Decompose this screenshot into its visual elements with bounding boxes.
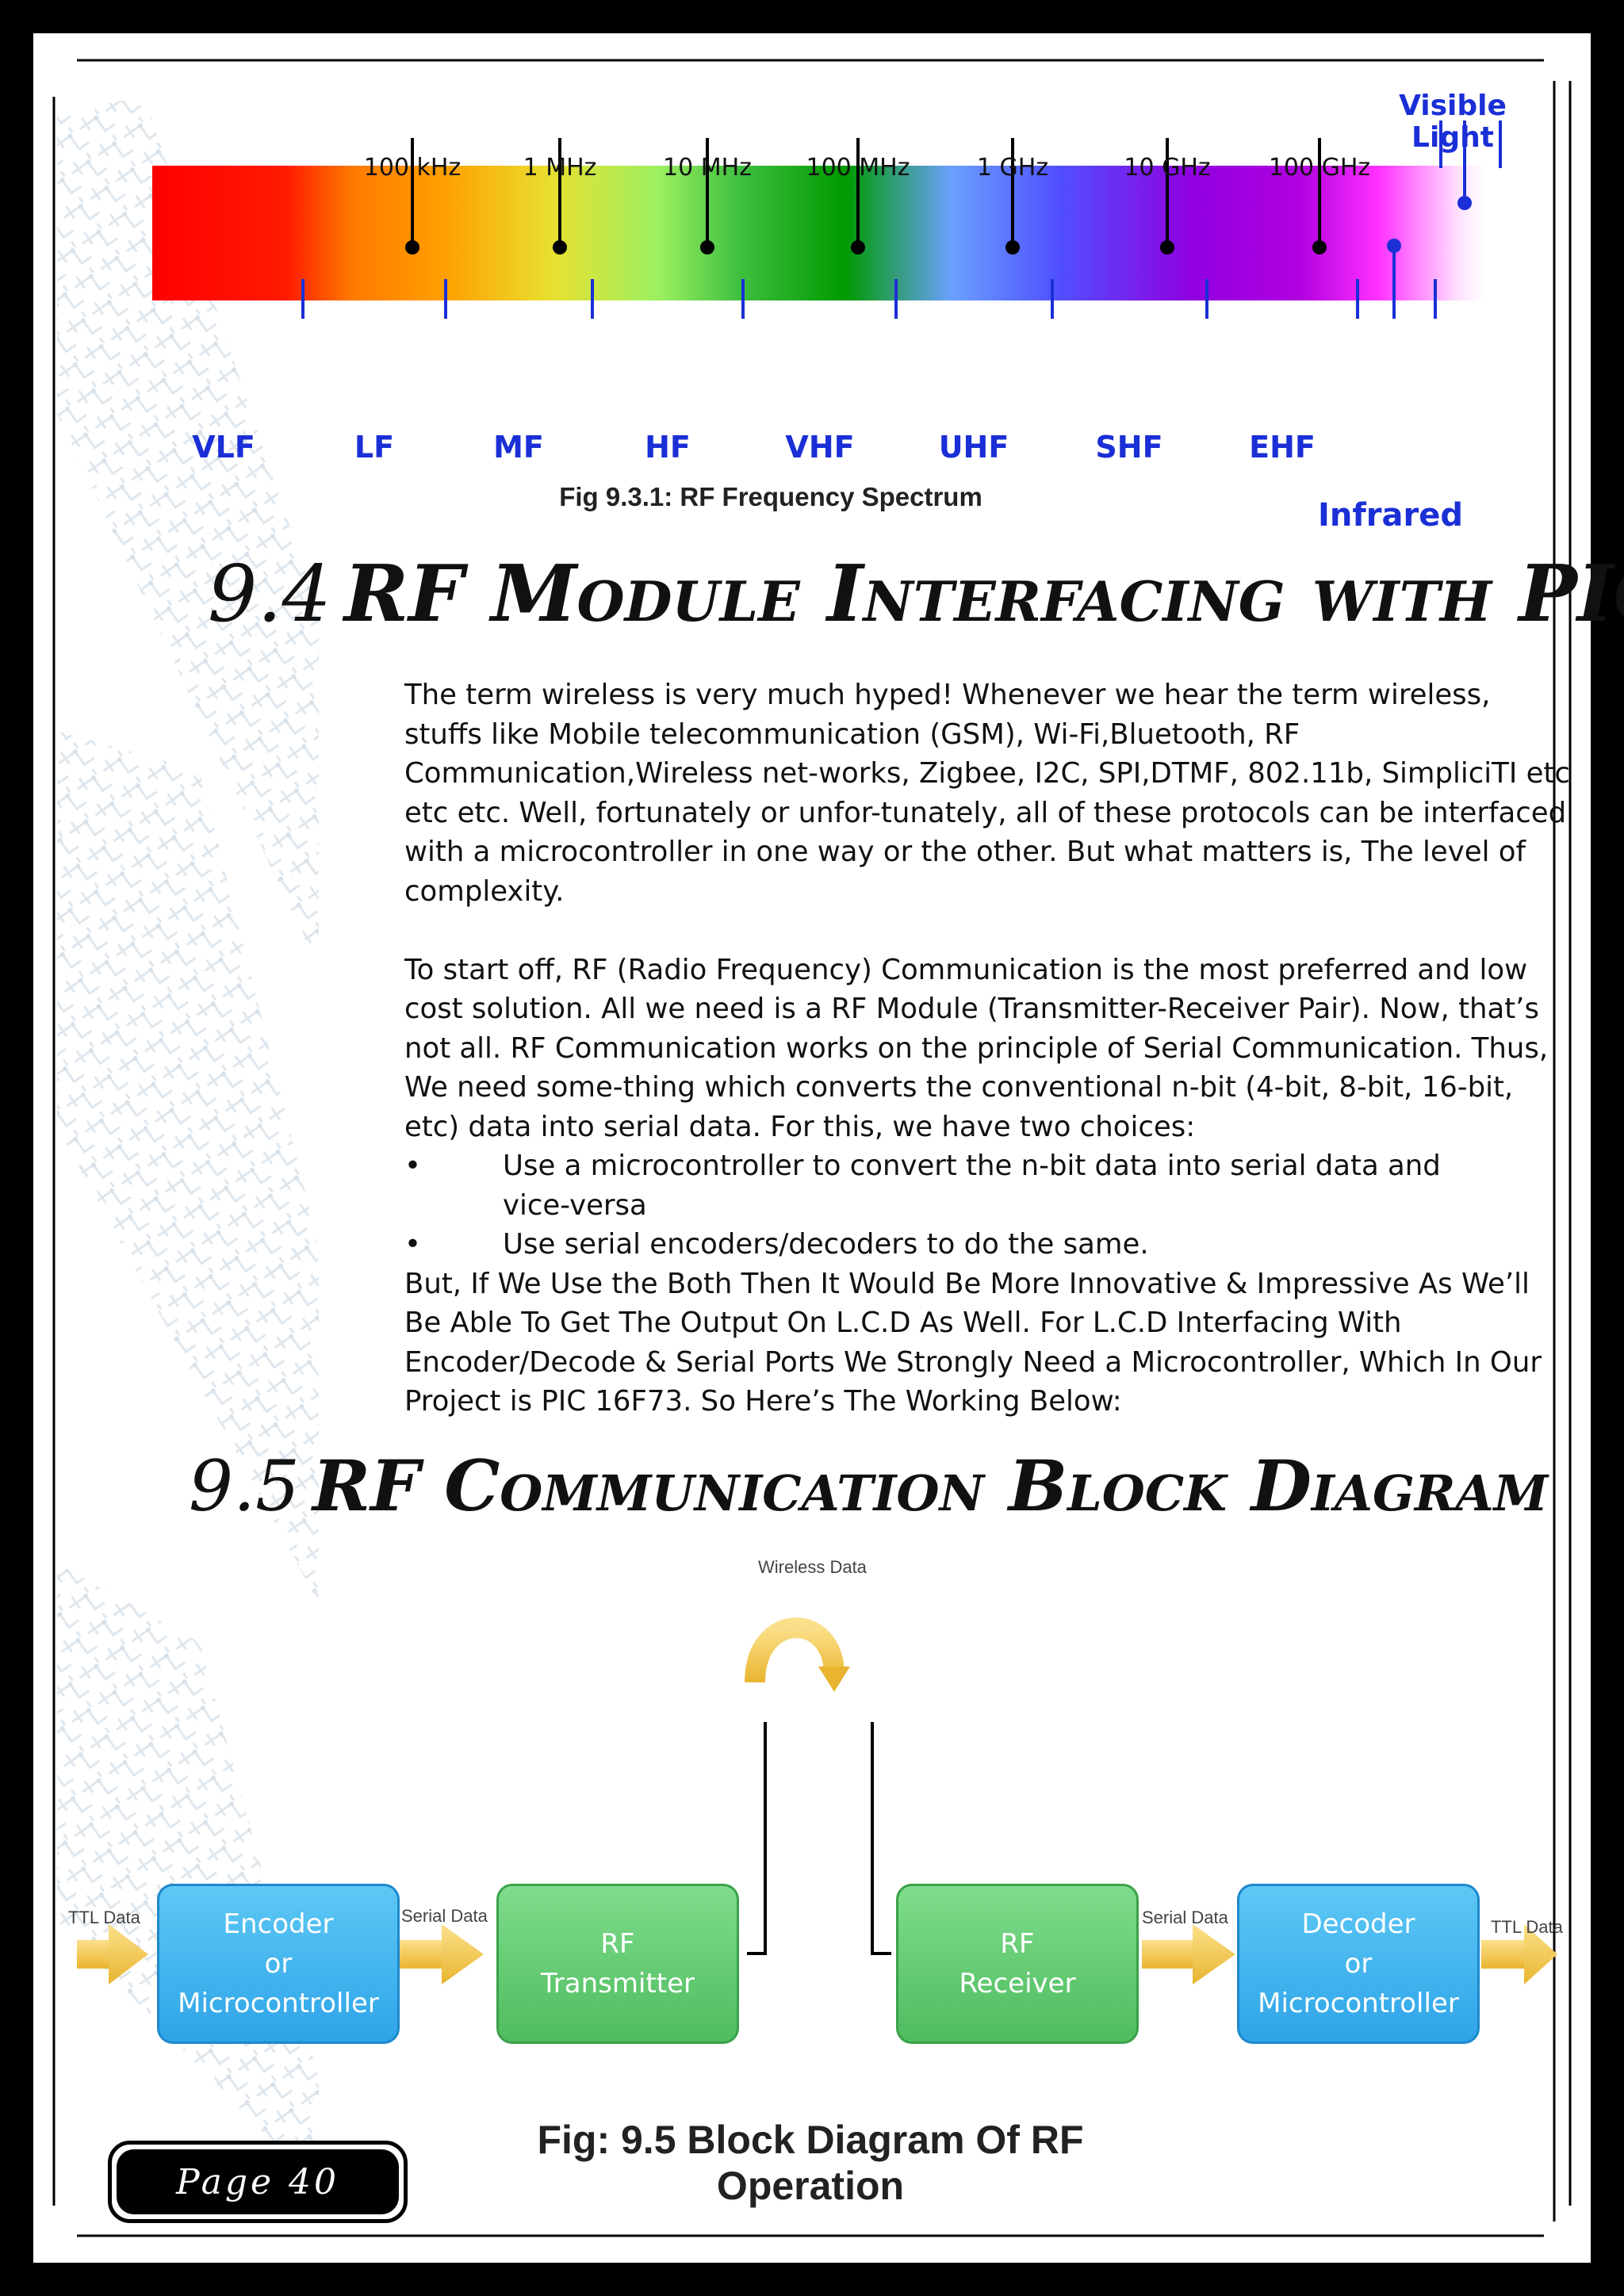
receiver-line2: Receiver [959,1968,1076,1999]
frequency-label: 10 GHz [1124,154,1211,182]
band-label: EHF [1249,430,1316,465]
ttl-out-label: TTL Data [1491,1917,1563,1937]
decoder-block: Decoder or Microcontroller [1237,1884,1480,2044]
paragraph-working: But, If We Use the Both Then It Would Be… [404,1267,1542,1418]
rf-receiver-block: RF Receiver [896,1884,1139,2044]
visible-light-markers [1439,121,1502,210]
transmitter-antenna [747,1722,767,1955]
receiver-line1: RF [1000,1928,1035,1960]
section-95-number: 9.5 [189,1445,300,1527]
frequency-marker-dot [1005,240,1020,254]
paragraph-rf-start: To start off, RF (Radio Frequency) Commu… [404,953,1549,1143]
band-label: VLF [192,430,255,465]
block-diagram [77,1617,1557,1984]
frequency-label: 100 kHz [363,154,462,182]
spectrum-caption: Fig 9.3.1: RF Frequency Spectrum [559,482,982,511]
paragraph-intro: The term wireless is very much hyped! Wh… [404,679,1570,908]
decoder-line1: Decoder [1301,1908,1415,1940]
section-95-title: RF Communication Block Diagram [312,1445,1549,1527]
visible-light-label: Visible Light [1397,90,1508,154]
frequency-label: 100 MHz [806,154,910,182]
bullet-text: Use serial encoders/decoders to do the s… [503,1228,1149,1261]
encoder-line1: Encoder [223,1908,334,1940]
frequency-label: 1 MHz [523,154,597,182]
infrared-marker [1387,239,1401,319]
band-label: HF [645,430,691,465]
section-94-number: 9.4 [208,549,331,640]
ttl-in-arrow-icon [77,1924,148,1984]
rf-spectrum-figure [152,121,1502,319]
visible-light-line2: Light [1411,121,1494,154]
bullet-item: • Use serial encoders/decoders to do the… [404,1225,1570,1265]
section-94-title: RF Module Interfacing with PIC [343,549,1624,640]
ttl-in-label: TTL Data [68,1908,140,1927]
band-label: VHF [785,430,855,465]
wireless-data-label: Wireless Data [758,1557,867,1577]
frequency-label: 1 GHz [976,154,1049,182]
page-number: Page 40 [117,2149,399,2214]
decoder-line3: Microcontroller [1258,1988,1459,2019]
encoder-block: Encoder or Microcontroller [157,1884,400,2044]
serial-right-arrow-icon [1142,1924,1235,1984]
encoder-line2: or [264,1948,293,1980]
wireless-arc-icon [745,1617,845,1683]
visible-light-line1: Visible [1399,90,1507,122]
band-dividers [301,279,1437,319]
bullet-item: • Use a microcontroller to convert the n… [404,1146,1570,1225]
spectrum-bar [152,166,1484,300]
page-number-badge: Page 40 [108,2141,408,2223]
encoder-line3: Microcontroller [178,1988,379,2019]
frequency-marker-dot [405,240,419,254]
band-label: SHF [1095,430,1163,465]
page-frame [52,59,1572,2237]
wireless-arrowhead-icon [818,1667,850,1692]
frequency-label: 10 MHz [663,154,752,182]
transmitter-line1: RF [600,1928,635,1960]
band-label: LF [354,430,395,465]
serial-left-arrow-icon [398,1924,484,1984]
frequency-markers [405,138,1327,254]
frequency-marker-dot [1312,240,1327,254]
serial-left-label: Serial Data [401,1906,488,1926]
frequency-marker-dot [700,240,714,254]
page-body: 100 kHz 1 MHz 10 MHz 100 MHz 1 GHz 10 GHz 100 … [33,33,1624,2263]
band-label: MF [493,430,544,465]
decoder-line2: or [1344,1948,1373,1980]
frequency-marker-dot [1160,240,1174,254]
frequency-marker-dot [553,240,567,254]
transmitter-line2: Transmitter [541,1968,695,1999]
section-94-body: The term wireless is very much hyped! Wh… [404,675,1570,1422]
ttl-out-arrow-icon [1481,1924,1557,1984]
receiver-antenna [871,1722,891,1955]
band-label: UHF [938,430,1009,465]
infrared-label: Infrared [1318,497,1463,534]
rf-transmitter-block: RF Transmitter [496,1884,739,2044]
frequency-marker-dot [851,240,865,254]
serial-right-label: Serial Data [1142,1908,1228,1927]
bullet-dot: • [404,1228,421,1261]
bullet-text: Use a microcontroller to convert the n-b… [503,1150,1441,1222]
frequency-label: 100 GHz [1268,154,1371,182]
block-diagram-caption: Fig: 9.5 Block Diagram Of RF Operation [537,2118,1084,2208]
bullet-dot: • [404,1150,421,1182]
